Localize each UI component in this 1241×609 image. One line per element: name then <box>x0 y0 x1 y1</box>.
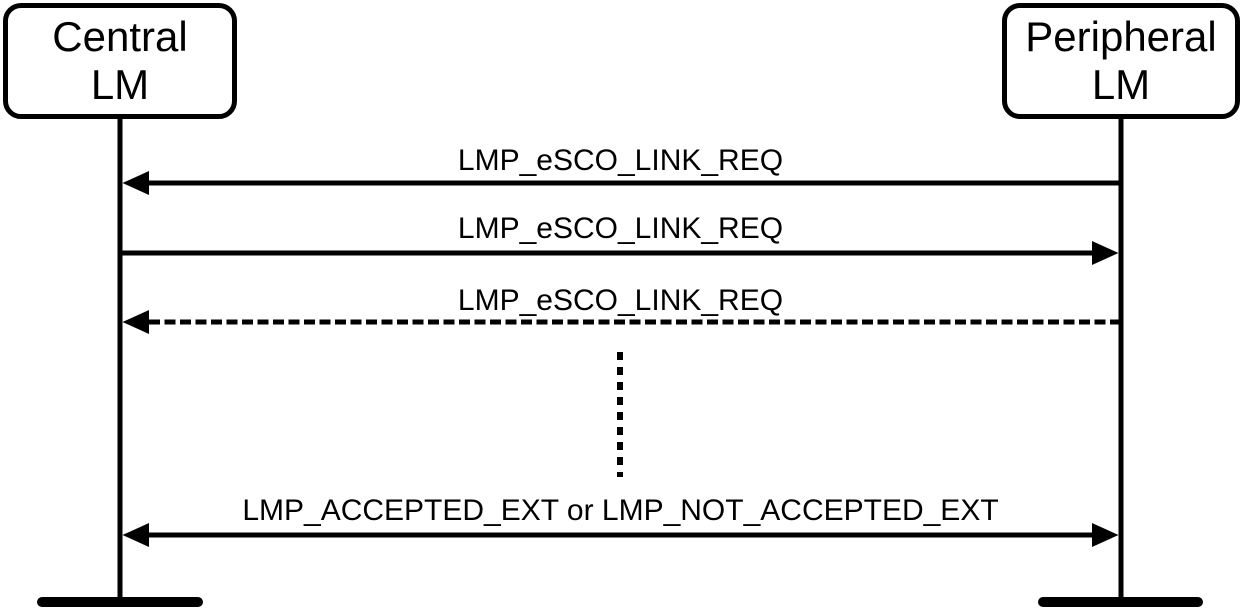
message-1-arrowhead-left-icon <box>122 171 149 195</box>
message-3-arrowhead-left-icon <box>122 310 149 334</box>
actor-central-label-line1: Central <box>52 13 188 60</box>
actor-central-label-line2: LM <box>90 61 150 108</box>
actor-box-peripheral-lm: Peripheral LM <box>1002 3 1240 119</box>
message-4-arrowhead-right-icon <box>1092 523 1119 547</box>
actor-peripheral-label-line1: Peripheral <box>1025 13 1217 60</box>
message-4-arrowhead-left-icon <box>122 523 149 547</box>
actor-peripheral-label-line2: LM <box>1091 61 1151 108</box>
message-4-label: LMP_ACCEPTED_EXT or LMP_NOT_ACCEPTED_EXT <box>242 494 999 527</box>
actor-box-central-lm: Central LM <box>3 3 237 119</box>
message-2-label: LMP_eSCO_LINK_REQ <box>457 212 784 245</box>
message-2-arrowhead-right-icon <box>1092 241 1119 265</box>
message-3-label: LMP_eSCO_LINK_REQ <box>457 284 784 317</box>
message-1-label: LMP_eSCO_LINK_REQ <box>457 144 784 177</box>
